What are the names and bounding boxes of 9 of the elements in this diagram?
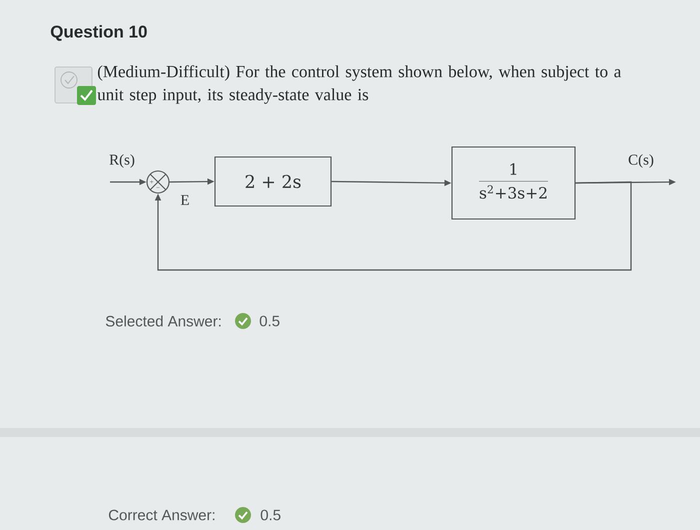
question-heading: Question 10 — [50, 25, 147, 41]
signal-label: R(s) — [108, 153, 136, 169]
answer-value: 0.5 — [260, 316, 280, 326]
answer-label: Correct Answer: — [108, 510, 214, 520]
signal-label: E — [179, 194, 191, 206]
answer-label: Selected Answer: — [106, 316, 221, 326]
signal-label: C(s) — [627, 153, 655, 169]
question-text: (Medium-Difficult) For the control system shown below, when subject to a unit step input, its steady-state value is — [97, 65, 622, 104]
answer-value: 0.5 — [260, 510, 280, 520]
